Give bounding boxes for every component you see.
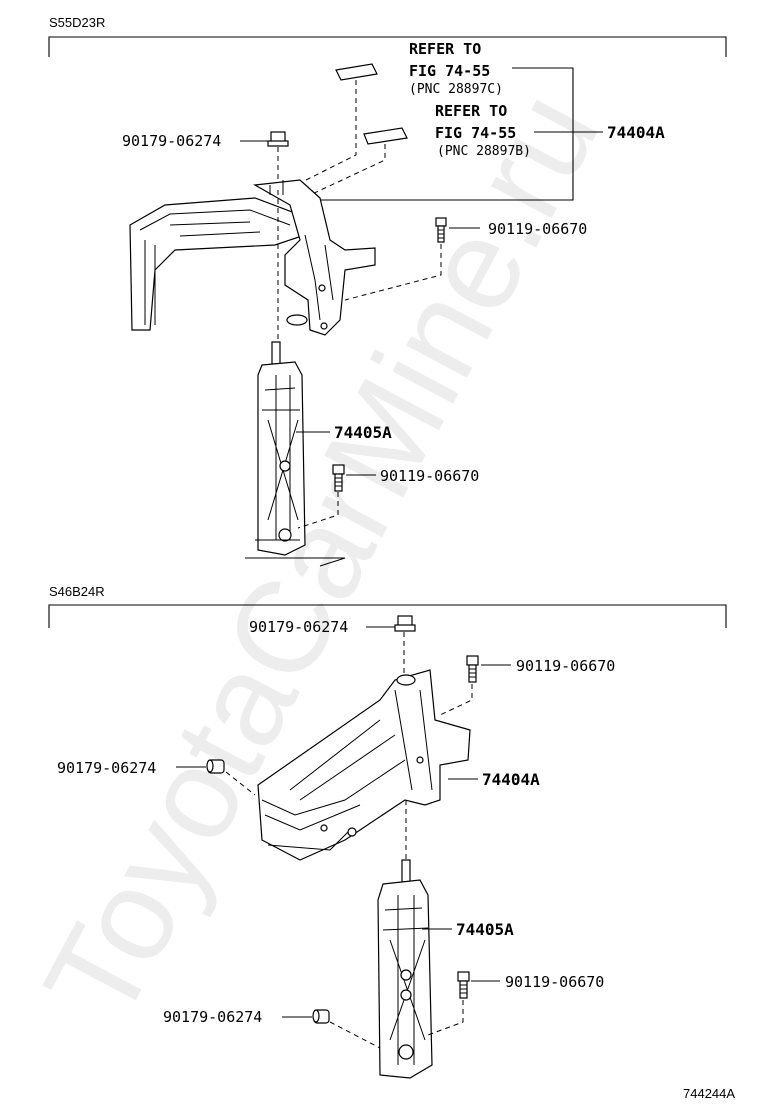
label-nut-left-bottom: 90179-06274 xyxy=(57,759,156,777)
section-code-bottom: S46B24R xyxy=(49,584,105,599)
dash-bolt-right xyxy=(344,244,442,301)
section-bracket-bottom xyxy=(48,604,727,628)
nut-icon-bottom-top xyxy=(394,615,416,632)
battery-holder-bottom xyxy=(257,669,471,861)
bolt-icon-bottom-top xyxy=(466,655,479,683)
refer-note-1-line2: FIG 74-55 xyxy=(409,62,490,80)
refer-note-1-line3: (PNC 28897C) xyxy=(409,82,503,97)
battery-clamp-top xyxy=(245,341,346,567)
label-nut-top: 90179-06274 xyxy=(122,132,221,150)
dash-pad-1 xyxy=(295,80,357,186)
refer-note-2-line3: (PNC 28897B) xyxy=(437,144,531,159)
battery-clamp-bottom xyxy=(377,859,433,1079)
figure-id: 744244A xyxy=(683,1086,735,1101)
refer-note-1-line1: REFER TO xyxy=(409,40,481,58)
refer-note-2-line1: REFER TO xyxy=(435,102,507,120)
pad-part-2 xyxy=(363,127,408,145)
battery-holder-top xyxy=(129,179,376,336)
label-nut-lower-bottom: 90179-06274 xyxy=(163,1008,262,1026)
dash-pad-2 xyxy=(309,144,386,196)
label-holder-top: 74404A xyxy=(607,123,665,142)
bolt-icon-lower-top xyxy=(332,464,345,492)
label-bolt-lower-top: 90119-06670 xyxy=(380,467,479,485)
dash-bolt-lower-top xyxy=(297,492,339,529)
bolt-icon-right xyxy=(435,217,447,243)
label-bolt-lower-bottom: 90119-06670 xyxy=(505,973,604,991)
dash-nut-lower-bottom xyxy=(329,1021,381,1049)
label-holder-bottom: 74404A xyxy=(482,770,540,789)
label-nut-top-bottom: 90179-06274 xyxy=(249,618,348,636)
nut-icon-bottom-lower xyxy=(312,1009,330,1024)
label-bolt-right: 90119-06670 xyxy=(488,220,587,238)
dash-bolt-top-bottom xyxy=(439,684,473,716)
bolt-icon-bottom-lower xyxy=(457,971,470,999)
refer-note-2-line2: FIG 74-55 xyxy=(435,124,516,142)
label-clamp-top: 74405A xyxy=(334,423,392,442)
section-bracket-top xyxy=(48,36,727,57)
label-bolt-top-bottom: 90119-06670 xyxy=(516,657,615,675)
label-clamp-bottom: 74405A xyxy=(456,920,514,939)
leader-refer-bracket xyxy=(320,67,574,201)
section-code-top: S55D23R xyxy=(49,15,105,30)
nut-icon xyxy=(267,131,289,147)
dash-bolt-lower-bottom xyxy=(427,1000,464,1036)
nut-icon-bottom-left xyxy=(206,759,225,774)
dash-nut-left-bottom xyxy=(225,771,256,796)
pad-part-1 xyxy=(335,63,378,81)
